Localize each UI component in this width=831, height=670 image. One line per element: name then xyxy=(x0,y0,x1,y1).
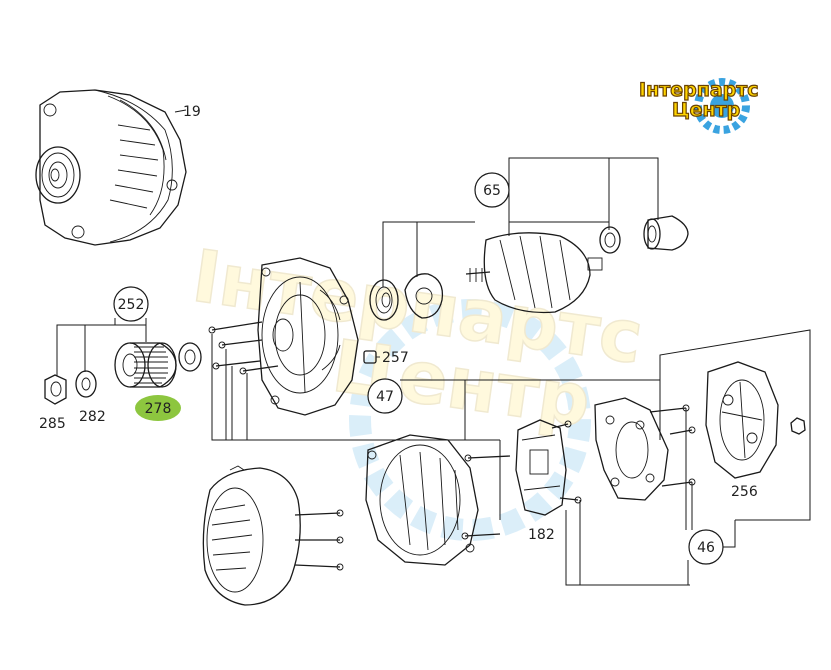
callout-252: 252 xyxy=(118,297,145,313)
callout-65-bubble xyxy=(474,172,510,208)
housing-bolts xyxy=(208,321,279,375)
callout-46: 46 xyxy=(697,540,715,556)
screw-257 xyxy=(363,350,380,364)
alternator-fins xyxy=(109,124,159,209)
callout-47-bubble xyxy=(367,378,403,414)
bracket-47 xyxy=(211,329,811,521)
bearing-front xyxy=(369,279,399,321)
callout-285: 285 xyxy=(39,416,66,432)
logo-line1: Інтерпартс xyxy=(639,79,759,101)
bracket-46 xyxy=(565,408,736,586)
end-plate-256 xyxy=(705,361,779,479)
rotor xyxy=(465,232,603,314)
rear-cover xyxy=(202,465,344,606)
regulator-182 xyxy=(515,419,582,516)
bracket-65 xyxy=(382,157,659,287)
callout-278: 278 xyxy=(145,401,172,417)
stator-housing xyxy=(365,434,479,566)
brand-logo: Інтерпартс Центр xyxy=(638,78,759,134)
logo-line2: Центр xyxy=(672,99,740,121)
callout-65: 65 xyxy=(483,183,501,199)
callout-47: 47 xyxy=(376,389,394,405)
watermark-gear-bg xyxy=(349,299,591,541)
callout-46-bubble xyxy=(688,529,724,565)
watermark-background: Інтерпартс Центр xyxy=(187,233,649,541)
bearing-rear xyxy=(599,226,621,254)
retaining-plate xyxy=(404,273,444,319)
slip-ring-cone xyxy=(643,215,689,251)
callout-278-highlight xyxy=(135,395,181,421)
callout-252-bubble xyxy=(113,286,149,322)
callout-282: 282 xyxy=(79,409,106,425)
stator-bolts xyxy=(461,454,511,540)
pulley-278 xyxy=(114,342,177,388)
callout-19: 19 xyxy=(183,104,201,120)
alternator-assembly xyxy=(35,89,187,246)
drive-end-housing xyxy=(257,257,359,416)
rectifier-screws xyxy=(649,404,696,487)
nut-small xyxy=(790,417,806,435)
callout-257: 257 xyxy=(382,350,409,366)
rectifier xyxy=(594,397,669,501)
spacer-ring xyxy=(178,342,202,372)
callout-182: 182 xyxy=(528,527,555,543)
callout-256: 256 xyxy=(731,484,758,500)
washer-282 xyxy=(75,370,97,398)
bracket-252 xyxy=(56,318,147,376)
nut-285 xyxy=(44,374,67,405)
